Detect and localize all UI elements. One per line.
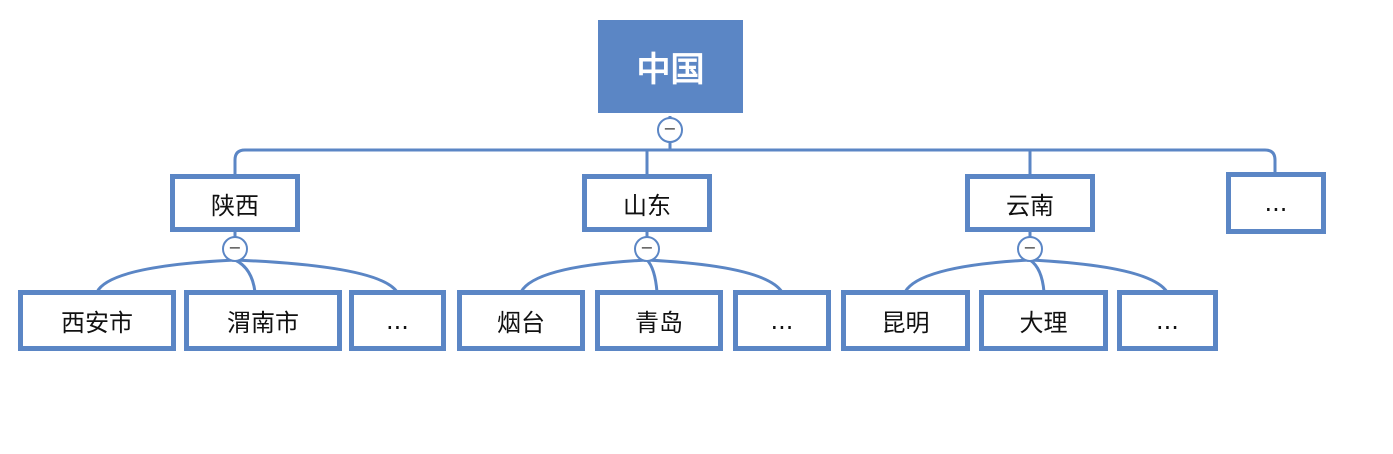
collapse-shandong-toggle[interactable]: − bbox=[634, 236, 660, 262]
collapse-root-toggle[interactable]: − bbox=[657, 117, 683, 143]
city-node-yunnan-more[interactable]: ... bbox=[1117, 290, 1218, 351]
minus-circle-icon: − bbox=[663, 119, 677, 138]
connector-yunnan-left bbox=[903, 258, 1031, 293]
province-node-shaanxi[interactable]: 陕西 bbox=[170, 174, 300, 232]
city-node-qingdao[interactable]: 青岛 bbox=[595, 290, 723, 351]
connector-shandong-mid bbox=[645, 258, 659, 293]
minus-circle-icon: − bbox=[640, 238, 654, 257]
connector-shaanxi-left bbox=[95, 258, 236, 293]
connector-root-bus bbox=[233, 148, 1277, 177]
city-node-shaanxi-more[interactable]: ... bbox=[349, 290, 446, 351]
minus-circle-icon: − bbox=[1023, 238, 1037, 257]
connector-shandong-left bbox=[519, 258, 648, 293]
city-node-weinan[interactable]: 渭南市 bbox=[184, 290, 342, 351]
city-node-yantai[interactable]: 烟台 bbox=[457, 290, 585, 351]
root-node-china[interactable]: 中国 bbox=[598, 20, 743, 113]
city-node-shandong-more[interactable]: ... bbox=[733, 290, 831, 351]
connector-shaanxi-right bbox=[234, 258, 399, 293]
city-node-xian[interactable]: 西安市 bbox=[18, 290, 176, 351]
city-node-kunming[interactable]: 昆明 bbox=[841, 290, 970, 351]
connector-yunnan-mid bbox=[1029, 258, 1046, 293]
connector-shandong-right bbox=[646, 258, 784, 293]
city-node-dali[interactable]: 大理 bbox=[979, 290, 1108, 351]
province-node-yunnan[interactable]: 云南 bbox=[965, 174, 1095, 232]
connector-yunnan-right bbox=[1029, 258, 1169, 293]
minus-circle-icon: − bbox=[228, 238, 242, 257]
collapse-shaanxi-toggle[interactable]: − bbox=[222, 236, 248, 262]
province-node-shandong[interactable]: 山东 bbox=[582, 174, 712, 232]
connector-shaanxi-mid bbox=[234, 258, 257, 293]
province-node-more[interactable]: ... bbox=[1226, 172, 1326, 234]
collapse-yunnan-toggle[interactable]: − bbox=[1017, 236, 1043, 262]
